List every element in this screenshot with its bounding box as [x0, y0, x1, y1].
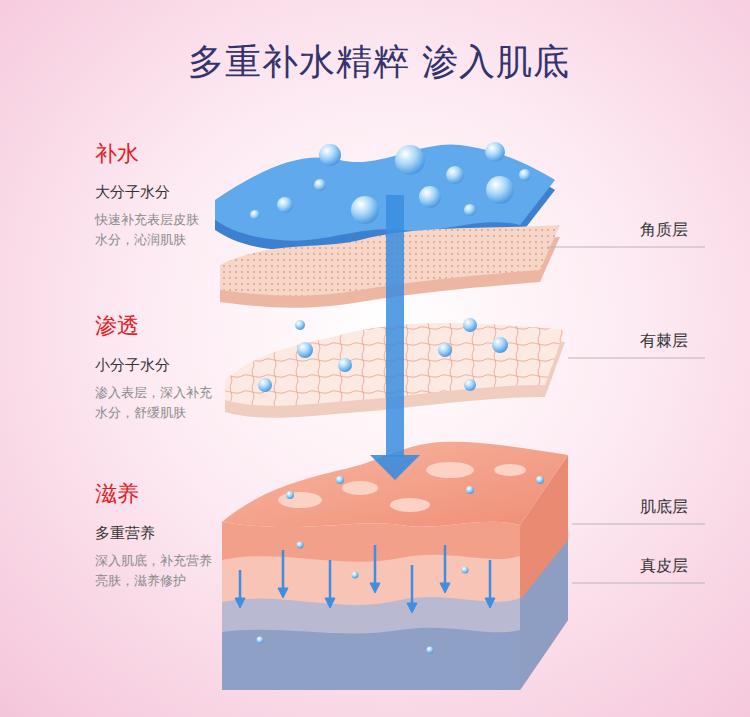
- block-front: [222, 440, 522, 690]
- layer-label: 有棘层: [640, 331, 688, 351]
- layer-label: 角质层: [640, 220, 688, 240]
- bubble: [338, 358, 352, 372]
- small-arrow-head: [407, 603, 417, 613]
- bubble: [286, 491, 294, 499]
- front-band: [222, 628, 520, 690]
- section-subheading: 小分子水分: [95, 356, 170, 375]
- small-arrow: [329, 560, 332, 600]
- bubble: [319, 144, 341, 166]
- bubble: [419, 186, 441, 208]
- small-arrow: [444, 545, 447, 585]
- small-arrow: [489, 560, 492, 600]
- bubble: [462, 567, 469, 574]
- bubble: [297, 342, 313, 358]
- bubble: [466, 486, 474, 494]
- bubble: [519, 169, 531, 181]
- bubble: [352, 572, 359, 579]
- layer-label: 真皮层: [640, 556, 688, 576]
- small-arrow-head: [235, 598, 245, 608]
- small-arrow: [411, 565, 414, 605]
- section-description: 快速补充表层皮肤 水分，沁润肌肤: [95, 210, 207, 250]
- water-bubbles: [250, 142, 544, 654]
- section-subheading: 多重营养: [95, 524, 155, 543]
- bubble: [258, 378, 272, 392]
- small-arrow: [239, 570, 242, 600]
- cell-blob: [390, 498, 430, 512]
- section-heading: 滋养: [95, 480, 139, 508]
- bubble: [295, 320, 305, 330]
- bubble: [297, 542, 304, 549]
- small-arrow-head: [485, 598, 495, 608]
- leader-line: [568, 358, 705, 359]
- bubble: [536, 476, 544, 484]
- bubble: [464, 204, 476, 216]
- section-description: 深入肌底，补充营养 亮肤，滋养修护: [95, 551, 219, 591]
- small-arrow: [282, 550, 285, 590]
- bubble: [395, 145, 425, 175]
- cell-blob: [278, 492, 322, 508]
- front-band: [222, 555, 520, 690]
- bubble: [446, 166, 464, 184]
- small-arrows: [235, 545, 495, 613]
- section-heading: 渗透: [95, 312, 139, 340]
- bubble: [485, 142, 505, 162]
- small-arrow-head: [370, 583, 380, 593]
- section-heading: 补水: [95, 140, 139, 168]
- bubble: [438, 343, 452, 357]
- small-arrow-head: [325, 598, 335, 608]
- bubble: [257, 637, 264, 644]
- front-band: [222, 597, 520, 690]
- bubble: [463, 318, 477, 332]
- penetration-arrow-head: [370, 455, 420, 480]
- leader-line: [572, 524, 705, 525]
- section-description: 渗入表层，深入补充 水分，舒缓肌肤: [95, 383, 219, 423]
- bubble: [486, 176, 514, 204]
- bubble: [250, 210, 260, 220]
- block-side-lower: [520, 540, 568, 690]
- bubble: [427, 647, 434, 654]
- bubble: [464, 379, 476, 391]
- cell-blob: [426, 462, 474, 478]
- small-arrow: [374, 545, 377, 585]
- leader-line: [548, 247, 705, 248]
- title: 多重补水精粹 渗入肌底: [4, 38, 750, 87]
- bubble: [277, 197, 293, 213]
- front-band: [222, 440, 522, 690]
- section-subheading: 大分子水分: [95, 183, 170, 202]
- cell-blob: [342, 481, 378, 495]
- leader-line: [572, 583, 705, 584]
- leader-lines: [548, 247, 705, 583]
- bubble: [314, 179, 326, 191]
- small-arrow-head: [440, 583, 450, 593]
- bubble: [492, 337, 508, 353]
- cell-blob: [494, 464, 526, 476]
- bubble: [336, 476, 344, 484]
- water-layer: [215, 144, 555, 240]
- small-arrow-head: [278, 588, 288, 598]
- bubble: [351, 196, 379, 224]
- penetration-arrow: [386, 195, 404, 457]
- layer-label: 肌底层: [640, 497, 688, 517]
